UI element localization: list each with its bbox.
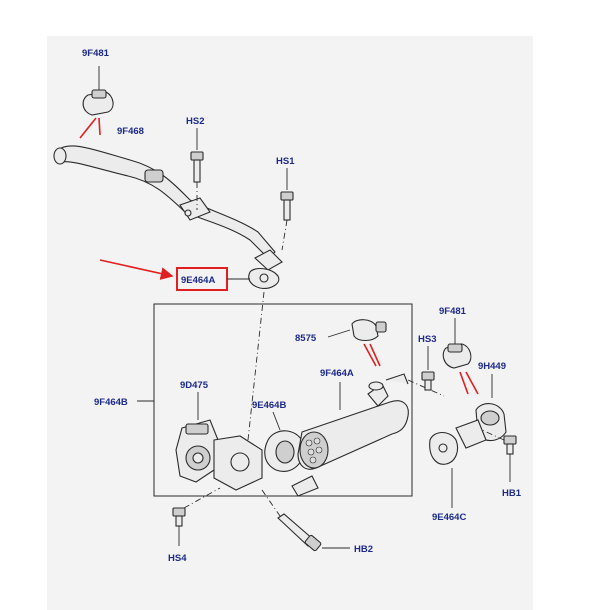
label-9f464b: 9F464B bbox=[94, 397, 128, 408]
bolt-hs4 bbox=[172, 487, 221, 546]
bolt-hb1 bbox=[481, 429, 517, 482]
pipe-end-ellipse bbox=[53, 147, 67, 165]
clamp-9f481-top bbox=[82, 66, 114, 116]
label-hb2: HB2 bbox=[354, 544, 373, 555]
clamp-9f481-right bbox=[442, 318, 472, 369]
label-hs2: HS2 bbox=[186, 116, 204, 127]
leader-red-1 bbox=[79, 117, 97, 139]
egr-pipe-9f468 bbox=[53, 145, 283, 271]
sensor-8575 bbox=[327, 319, 387, 342]
pipe-9h449 bbox=[455, 374, 507, 449]
egr-assembly-box bbox=[153, 303, 413, 497]
leader-red-2 bbox=[98, 117, 101, 136]
egr-valve-9d475 bbox=[175, 392, 263, 491]
label-8575: 8575 bbox=[295, 333, 317, 344]
label-9e464a: 9E464A bbox=[181, 275, 215, 286]
label-9h449: 9H449 bbox=[478, 361, 506, 372]
gasket-9e464a bbox=[248, 267, 280, 289]
gasket-9e464b bbox=[264, 411, 305, 472]
label-9f481-right: 9F481 bbox=[439, 306, 467, 317]
bolt-hs2 bbox=[190, 128, 204, 210]
center-axis bbox=[247, 291, 265, 441]
label-hb1: HB1 bbox=[502, 488, 522, 499]
diagram-panel bbox=[47, 36, 533, 610]
label-9f464a: 9F464A bbox=[320, 368, 354, 379]
leader-red-6 bbox=[465, 371, 479, 395]
egr-cooler-9f464a bbox=[291, 373, 445, 497]
red-arrow bbox=[99, 259, 174, 280]
label-9e464c: 9E464C bbox=[432, 512, 466, 523]
label-9e464b: 9E464B bbox=[252, 400, 286, 411]
leader-red-3 bbox=[363, 343, 377, 367]
label-hs4: HS4 bbox=[168, 553, 187, 564]
label-9d475: 9D475 bbox=[180, 380, 209, 391]
bolt-hs3 bbox=[421, 346, 435, 391]
label-9f468: 9F468 bbox=[117, 126, 144, 137]
leader-red-4 bbox=[369, 343, 381, 367]
gasket-9e464c bbox=[429, 431, 459, 508]
leader-red-5 bbox=[459, 371, 469, 395]
label-9f481-top: 9F481 bbox=[82, 48, 110, 59]
bolt-hb2 bbox=[261, 489, 350, 552]
label-hs1: HS1 bbox=[276, 156, 295, 167]
bolt-hs1 bbox=[280, 168, 294, 251]
label-hs3: HS3 bbox=[418, 334, 436, 345]
